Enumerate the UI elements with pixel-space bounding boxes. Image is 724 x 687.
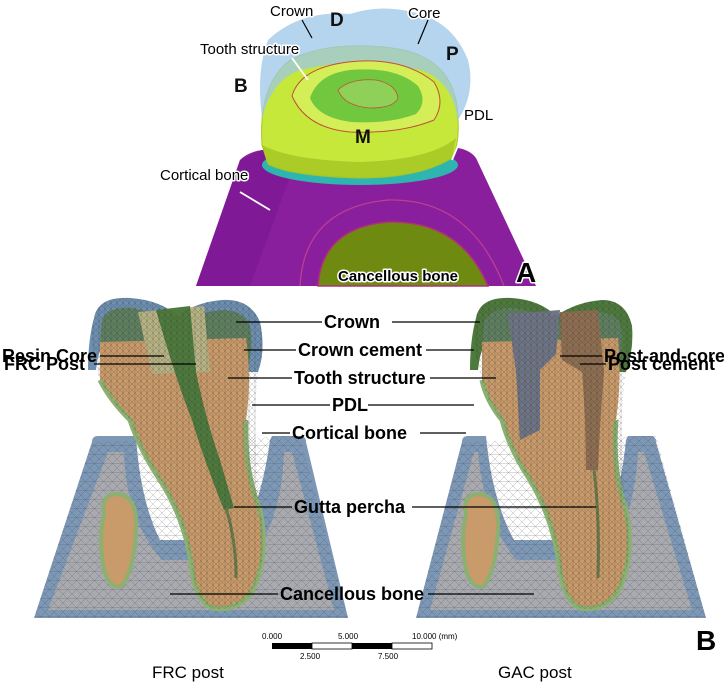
a-dir-palatal: P [446,44,459,65]
cancellous-bone-3d [317,221,490,287]
panel-b-letter: B [696,625,716,656]
a-cortical-bone-label: Cortical bone [160,167,248,184]
scale-tick-2-5: 2.500 [300,652,321,661]
core-inner-3d [337,79,399,109]
scale-seg-4 [391,642,433,650]
b-cortical-bone-label: Cortical bone [292,423,407,443]
cortical-bone-shade [196,150,300,286]
a-crown-label: Crown [270,3,313,20]
b-tooth-structure-label: Tooth structure [294,368,426,388]
caption-gac-post: GAC post [498,663,572,682]
leader-a-core [417,19,429,45]
panel-b-labels: Crown Crown cement Tooth structure PDL C… [2,312,724,656]
scale-tick-7-5: 7.500 [378,652,399,661]
a-dir-distal: D [330,10,344,31]
crown-translucent-3d [260,8,471,121]
cancellous-bone-outline [299,199,505,287]
leader-a-cortical [239,191,271,211]
left-tooth-mesh [92,297,264,609]
b-crown-cement-label: Crown cement [298,340,422,360]
b-pdl-label: PDL [332,395,368,415]
scale-seg-2 [311,642,353,650]
a-tooth-structure-label: Tooth structure [200,41,299,58]
panel-b-left-model [34,297,348,618]
b-crown-label: Crown [324,312,380,332]
a-pdl-label: PDL [464,107,493,124]
b-gutta-percha-label: Gutta percha [294,497,406,517]
panel-a: Crown D Core Tooth structure P B M PDL C… [159,2,538,290]
leader-a-crown [301,19,313,39]
left-small-root [99,491,139,589]
scale-seg-1 [272,643,312,649]
b-post-and-core-label: Post-and-core [604,346,724,366]
right-tooth-mesh [474,297,633,609]
scale-bar: 0.000 5.000 10.000 (mm) 2.500 7.500 [262,632,458,661]
b-frc-post-label: FRC Post [4,354,85,374]
right-small-root [461,491,501,589]
b-cancellous-bone-label: Cancellous bone [280,584,424,604]
a-cancellous-bone-label: Cancellous bone [338,268,458,285]
leader-a-pdl [451,121,469,161]
tooth-side-shade [262,138,456,178]
caption-frc-post: FRC post [152,663,224,682]
b-post-cement-label: Post cement [608,354,715,374]
scale-tick-10: 10.000 (mm) [412,632,458,641]
a-core-label: Core [408,5,441,22]
b-resin-core-label: Resin Core [2,346,97,366]
scale-seg-3 [352,643,392,649]
scale-tick-0: 0.000 [262,632,283,641]
a-dir-buccal: B [234,76,248,97]
a-dir-mesial: M [355,127,371,148]
scale-tick-5: 5.000 [338,632,359,641]
panel-a-letter: A [516,257,536,288]
leader-a-tooth-structure [291,57,309,81]
panel-b-leaders [94,321,606,595]
